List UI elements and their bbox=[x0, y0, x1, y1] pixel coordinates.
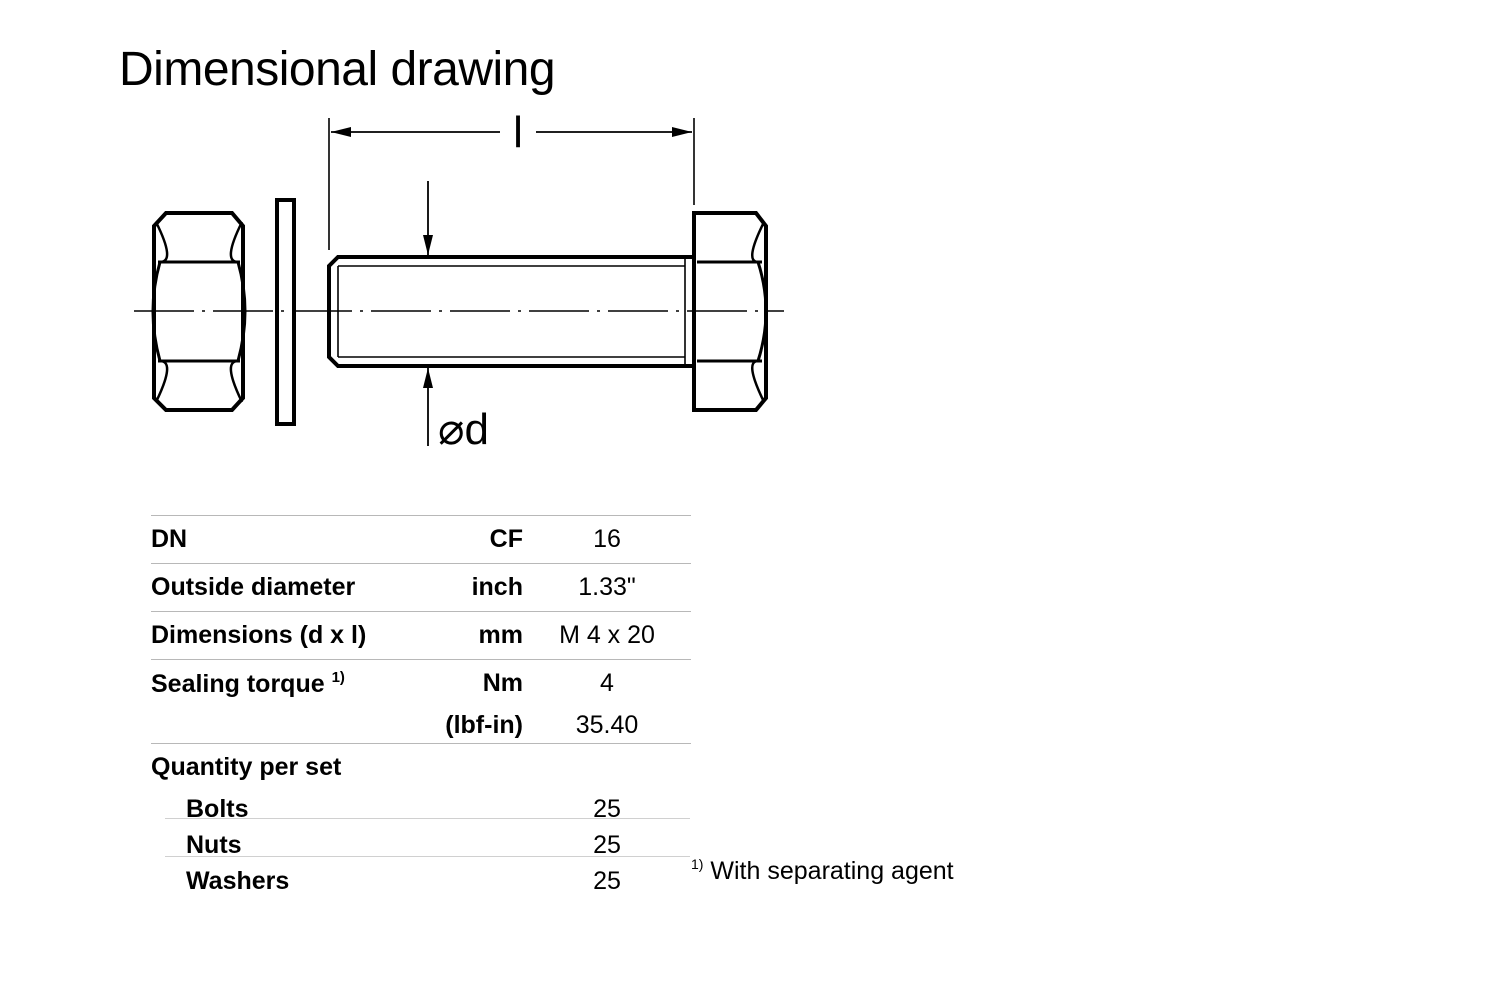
dimensions-label: Dimensions (d x l) bbox=[151, 611, 434, 660]
bolt-dimensional-drawing: l ⌀d bbox=[134, 108, 784, 454]
empty-cell bbox=[433, 863, 523, 899]
empty-cell bbox=[433, 791, 523, 827]
length-dimension bbox=[328, 118, 695, 250]
nuts-label: Nuts bbox=[186, 830, 242, 859]
sealing-torque-unit: Nm bbox=[433, 659, 523, 707]
empty-cell bbox=[523, 743, 691, 791]
table-row: Bolts 25 bbox=[151, 791, 691, 827]
nuts-value: 25 bbox=[593, 830, 621, 859]
washer-shape bbox=[275, 198, 296, 426]
outside-diameter-label: Outside diameter bbox=[151, 563, 434, 612]
dn-unit: CF bbox=[433, 515, 523, 564]
table-row: Quantity per set bbox=[151, 743, 691, 791]
table-row: Washers 25 bbox=[151, 863, 691, 899]
nut-shape bbox=[151, 211, 247, 412]
sealing-torque-label: Sealing torque bbox=[151, 669, 325, 698]
empty-cell bbox=[151, 707, 433, 744]
table-row: Sealing torque 1) Nm 4 bbox=[151, 659, 691, 707]
table-row: DN CF 16 bbox=[151, 515, 691, 564]
bolt-head-shape bbox=[692, 211, 768, 412]
table-row: Nuts 25 bbox=[151, 827, 691, 863]
page-title: Dimensional drawing bbox=[119, 43, 556, 96]
footnote-mark: 1) bbox=[331, 668, 345, 686]
dn-value: 16 bbox=[523, 515, 691, 564]
dimensions-value: M 4 x 20 bbox=[523, 611, 691, 660]
bolts-value: 25 bbox=[593, 794, 621, 823]
dn-label: DN bbox=[151, 515, 434, 564]
dimensions-unit: mm bbox=[433, 611, 523, 660]
sealing-torque-value-alt: 35.40 bbox=[575, 710, 639, 739]
table-row: (lbf-in) 35.40 bbox=[151, 707, 691, 744]
table-row: Outside diameter inch 1.33" bbox=[151, 563, 691, 612]
sealing-torque-value: 4 bbox=[523, 659, 691, 707]
outside-diameter-value: 1.33" bbox=[523, 563, 691, 612]
bolts-label: Bolts bbox=[186, 794, 249, 823]
divider bbox=[165, 856, 690, 857]
diameter-label: ⌀d bbox=[438, 405, 489, 454]
sealing-torque-unit-alt: (lbf-in) bbox=[445, 710, 523, 739]
empty-cell bbox=[433, 827, 523, 863]
empty-cell bbox=[433, 743, 523, 791]
sealing-torque-cell: Sealing torque 1) bbox=[151, 659, 434, 707]
footnote-text: With separating agent bbox=[710, 857, 954, 885]
footnote-mark: 1) bbox=[691, 856, 704, 872]
quantity-label: Quantity per set bbox=[151, 743, 434, 791]
washers-label: Washers bbox=[186, 866, 290, 895]
specification-table: DN CF 16 Outside diameter inch 1.33" Dim… bbox=[151, 515, 691, 899]
bolt-shank-shape bbox=[327, 255, 694, 368]
table-row: Dimensions (d x l) mm M 4 x 20 bbox=[151, 611, 691, 660]
length-label: l bbox=[513, 108, 523, 157]
washers-value: 25 bbox=[593, 866, 621, 895]
footnote: 1) With separating agent bbox=[691, 856, 954, 886]
divider bbox=[165, 818, 690, 819]
outside-diameter-unit: inch bbox=[433, 563, 523, 612]
